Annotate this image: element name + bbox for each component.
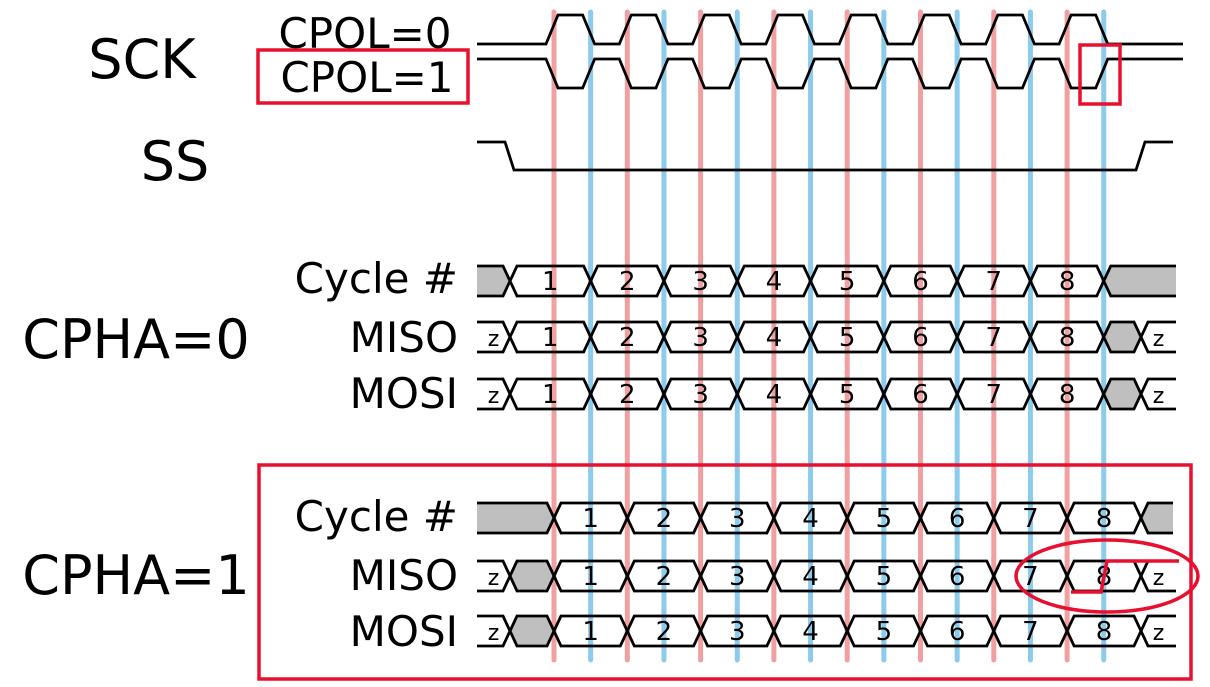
cpha0-miso-bit-label: 6 <box>912 323 929 353</box>
cpha1-cycle-bit-label: 5 <box>876 504 893 534</box>
cpha1-label: CPHA=1 <box>22 544 249 607</box>
cpha1-miso-bit-label: 2 <box>656 562 673 592</box>
cpha0-label: CPHA=0 <box>22 308 249 371</box>
cpha0-cycle-bit-label: 8 <box>1059 267 1076 297</box>
cpha1-miso-bit-label: 4 <box>802 562 819 592</box>
cpha1-mosi-z-cell <box>1139 614 1176 648</box>
cpha0-cycle-bit-label: 2 <box>619 267 636 297</box>
z-label: z <box>1153 327 1165 352</box>
cpha1-miso-bit-label: 5 <box>876 562 893 592</box>
cpha1-cycle-bit-label: 8 <box>1096 504 1113 534</box>
cpha1-miso-undefined-cell-fill <box>510 561 554 591</box>
z-label: z <box>488 384 500 409</box>
cpha0-cycle-bit-label: 6 <box>912 267 929 297</box>
cpha1-cycle-bit-label: 3 <box>729 504 746 534</box>
cpha0-mosi-bit-label: 3 <box>692 380 709 410</box>
cpha1-cycle-bit-label: 7 <box>1022 504 1039 534</box>
cpha1-cycle-bit-label: 2 <box>656 504 673 534</box>
z-label: z <box>1153 566 1165 591</box>
ss-label: SS <box>141 130 210 193</box>
miso-tristate-ellipse <box>1014 538 1200 614</box>
cpha1-miso-bit-label: 1 <box>582 562 599 592</box>
cpha1-cycle-undefined-cell <box>1139 501 1173 535</box>
cpha0-cycle-undefined-cell-fill <box>1103 266 1176 296</box>
cpha1-mosi-bit-label: 8 <box>1096 617 1113 647</box>
cpha0-mosi-undefined-cell-fill <box>1103 379 1141 409</box>
cpha0-miso-undefined-cell-fill <box>1103 322 1141 352</box>
cpha1-mosi-bit-label: 4 <box>802 617 819 647</box>
cpha0-mosi-bit-label: 1 <box>542 380 559 410</box>
sck-cpol1-wave <box>477 57 1183 90</box>
cpha0-miso-bit-label: 3 <box>692 323 709 353</box>
cpha1-cycle-bit-label: 6 <box>949 504 966 534</box>
cpol1-label: CPOL=1 <box>280 53 453 102</box>
cpha0-miso-label: MISO <box>350 313 458 362</box>
last-edge-highlight-box <box>1078 43 1122 106</box>
cpha0-cycle-bit-label: 5 <box>839 267 856 297</box>
z-label: z <box>1153 384 1165 409</box>
cpha1-cycle-label: Cycle # <box>295 492 458 541</box>
cpha0-miso-bit-label: 4 <box>766 323 783 353</box>
cpha1-miso-label: MISO <box>350 551 458 600</box>
cpha0-mosi-bit-label: 5 <box>839 380 856 410</box>
cpha0-cycle-bit-label: 3 <box>692 267 709 297</box>
cpha0-cycle-undefined-cell <box>1102 264 1176 298</box>
cpha0-mosi-bit-label: 6 <box>912 380 929 410</box>
cpha0-miso-bit-label: 1 <box>542 323 559 353</box>
z-label: z <box>488 327 500 352</box>
cpha1-mosi-bit-label: 6 <box>949 617 966 647</box>
cpha0-miso-bit-label: 8 <box>1059 323 1076 353</box>
cpha1-miso-bit-label: 3 <box>729 562 746 592</box>
cpol1-highlight-box <box>256 48 470 105</box>
cpha0-cycle-undefined-cell-fill <box>477 266 510 296</box>
cpha1-mosi-label: MOSI <box>350 607 458 656</box>
cpha0-mosi-bit-label: 7 <box>986 380 1003 410</box>
cpha1-cycle-undefined-cell-fill <box>477 503 554 533</box>
cpha0-cycle-label: Cycle # <box>295 254 458 303</box>
z-label: z <box>488 621 500 646</box>
cpha1-mosi-bit-label: 5 <box>876 617 893 647</box>
cpha1-cycle-undefined-cell-fill <box>1141 503 1173 533</box>
sck-cpol0-wave <box>477 13 1183 46</box>
cpha0-miso-bit-label: 7 <box>986 323 1003 353</box>
cpha0-miso-bit-label: 2 <box>619 323 636 353</box>
cpha1-mosi-bit-label: 1 <box>582 617 599 647</box>
cpha0-mosi-bit-label: 2 <box>619 380 636 410</box>
cpha0-mosi-bit-label: 8 <box>1059 380 1076 410</box>
sck-label: SCK <box>88 28 197 91</box>
cpha1-mosi-bit-label: 7 <box>1022 617 1039 647</box>
cpha0-miso-z-cell <box>1139 320 1176 354</box>
z-label: z <box>488 566 500 591</box>
cpha0-cycle-bit-label: 7 <box>986 267 1003 297</box>
cpha1-cycle-bit-label: 1 <box>582 504 599 534</box>
cpha0-mosi-label: MOSI <box>350 369 458 418</box>
waveforms: 1 2 3 4 5 6 7 8 z 1 2 3 4 5 6 7 8 z z 1 2 3 4 5 6 7 8 z 1 2 3 4 5 6 7 8 z 1 2 3… <box>477 13 1183 648</box>
cpha0-cycle-bit-label: 4 <box>766 267 783 297</box>
cpha1-miso-bit-label: 7 <box>1022 562 1039 592</box>
ss-wave <box>477 140 1173 172</box>
cpha0-mosi-z-cell <box>1139 377 1176 411</box>
cpha1-highlight-box <box>257 463 1193 681</box>
cpha0-cycle-bit-label: 1 <box>542 267 559 297</box>
cpha1-mosi-bit-label: 2 <box>656 617 673 647</box>
cpha1-mosi-bit-label: 3 <box>729 617 746 647</box>
cpha1-miso-bit-label: 6 <box>949 562 966 592</box>
cpha1-mosi-undefined-cell-fill <box>510 616 554 646</box>
miso-tristate-marker <box>1071 559 1179 594</box>
cpha1-cycle-bit-label: 4 <box>802 504 819 534</box>
z-label: z <box>1153 621 1165 646</box>
cpha0-miso-bit-label: 5 <box>839 323 856 353</box>
cpha0-mosi-bit-label: 4 <box>766 380 783 410</box>
